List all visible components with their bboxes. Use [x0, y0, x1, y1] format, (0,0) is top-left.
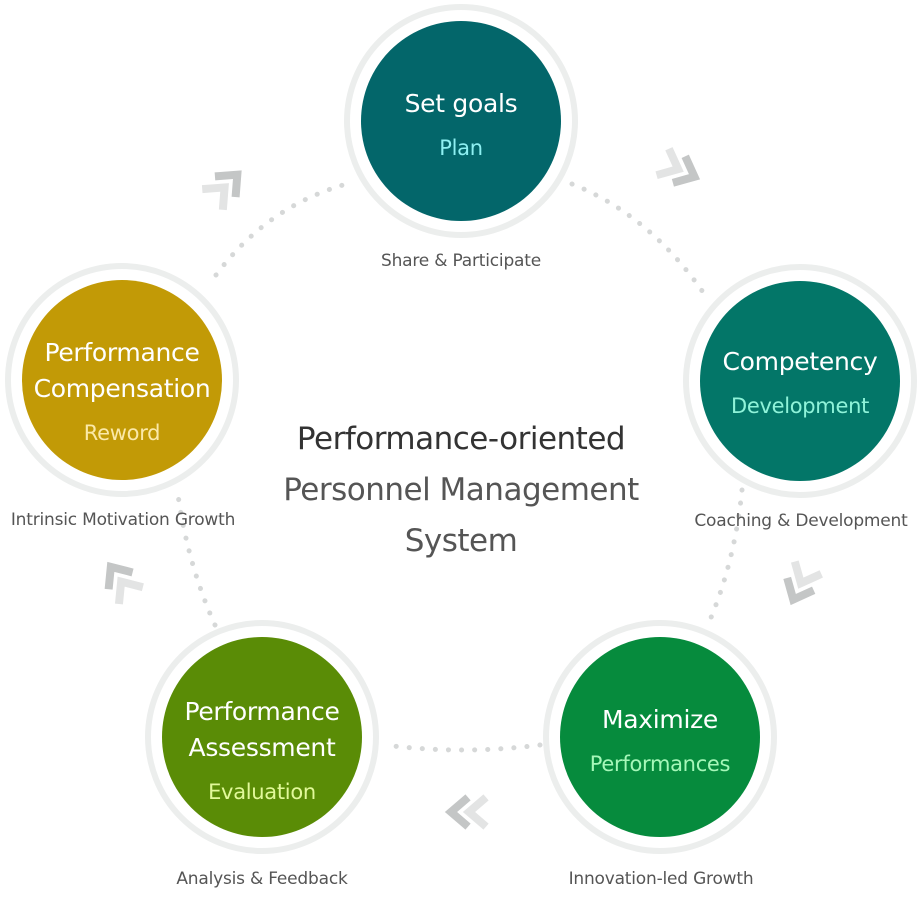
node-caption: Innovation-led Growth	[569, 869, 754, 889]
node-subtitle: Reword	[84, 421, 160, 445]
node-title: Assessment	[189, 733, 336, 762]
node-caption: Analysis & Feedback	[176, 869, 348, 889]
connector-competency-to-maximize	[707, 487, 745, 623]
node-caption: Coaching & Development	[694, 511, 908, 531]
node-disc	[162, 637, 362, 837]
chevron-double-icon	[104, 561, 144, 605]
chevron-double-icon	[783, 560, 823, 606]
node-caption: Intrinsic Motivation Growth	[11, 510, 235, 530]
node-set-goals: Set goals Plan Share & Participate	[344, 4, 578, 271]
dotted-connectors	[175, 180, 745, 753]
center-title: Performance-oriented Personnel Managemen…	[283, 421, 639, 559]
node-title: Maximize	[602, 705, 718, 734]
connector-goals-to-competency	[569, 181, 708, 298]
node-title: Competency	[723, 347, 878, 376]
chevron-double-icon	[201, 170, 242, 211]
node-disc	[22, 280, 222, 480]
node-title: Set goals	[405, 89, 518, 118]
chevron-double-icon	[444, 794, 489, 830]
direction-arrows	[104, 147, 823, 830]
node-performance-compensation: Performance Compensation Reword Intrinsi…	[5, 263, 239, 530]
center-title-line-1: Performance-oriented	[297, 421, 625, 457]
node-disc	[700, 281, 900, 481]
chevron-double-icon	[655, 147, 701, 187]
connector-maximize-to-assessment	[382, 742, 543, 753]
center-title-line-2: Personnel Management	[283, 472, 639, 508]
node-subtitle: Performances	[590, 752, 730, 776]
node-subtitle: Plan	[439, 136, 482, 160]
node-subtitle: Development	[731, 394, 869, 418]
node-disc	[361, 21, 561, 221]
connector-compensation-to-goals	[213, 180, 353, 278]
node-competency: Competency Development Coaching & Develo…	[683, 264, 917, 531]
node-disc	[560, 637, 760, 837]
node-title: Performance	[44, 338, 199, 367]
node-performance-assessment: Performance Assessment Evaluation Analys…	[145, 620, 379, 889]
node-caption: Share & Participate	[381, 251, 541, 271]
node-title: Performance	[184, 697, 339, 726]
connector-assessment-to-compensation	[175, 492, 218, 628]
node-maximize: Maximize Performances Innovation-led Gro…	[543, 620, 777, 889]
node-title: Compensation	[34, 374, 211, 403]
node-subtitle: Evaluation	[208, 780, 316, 804]
center-title-line-3: System	[405, 523, 518, 559]
